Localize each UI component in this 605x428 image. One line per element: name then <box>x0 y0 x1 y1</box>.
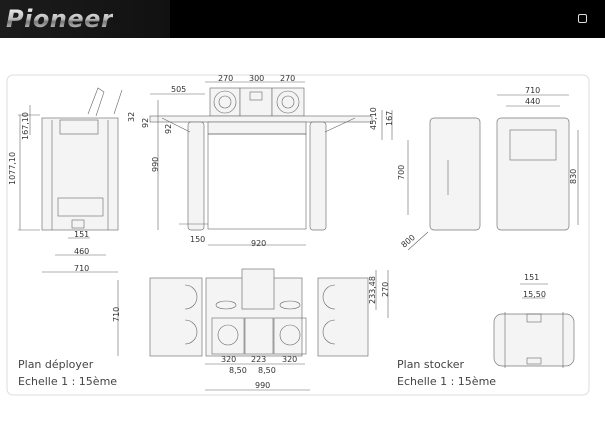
dim-side-top: 167,10 <box>21 112 30 140</box>
dim-storage-710: 710 <box>525 86 540 95</box>
dim-total-990: 990 <box>255 381 270 390</box>
dim-speaker-right: 270 <box>280 74 295 83</box>
dim-92b: 92 <box>164 124 173 134</box>
scale-plan-deployer: Echelle 1 : 15ème <box>18 375 117 388</box>
dim-storage-830: 830 <box>569 169 578 184</box>
caption-plan-stocker: Plan stocker <box>397 358 464 371</box>
dim-wing: 505 <box>171 85 186 94</box>
dim-side-710: 710 <box>74 264 89 273</box>
logo-area: Pioneer <box>0 0 170 38</box>
dim-plan-233: 233,48 <box>368 276 377 304</box>
front-view <box>149 81 393 246</box>
plan-view <box>117 268 389 391</box>
dim-32: 32 <box>127 112 136 122</box>
dim-167: 167 <box>385 111 394 126</box>
caption-plan-deployer: Plan déployer <box>18 358 94 371</box>
dim-storage-1550: 15,50 <box>523 290 546 299</box>
dim-side-height-total: 1077,10 <box>8 152 17 185</box>
drawing-panel <box>6 74 590 396</box>
dim-mixer: 223 <box>251 355 266 364</box>
dim-storage-700: 700 <box>397 165 406 180</box>
dim-plan-270: 270 <box>381 282 390 297</box>
dim-cdj-right: 320 <box>282 355 297 364</box>
dim-gap-left: 8,50 <box>229 366 247 375</box>
side-view <box>18 87 123 273</box>
dim-45: 45,10 <box>369 107 378 130</box>
dim-plan-710: 710 <box>112 307 121 322</box>
storage-view <box>407 94 579 251</box>
dim-cdj-left: 320 <box>221 355 236 364</box>
dim-gap-right: 8,50 <box>258 366 276 375</box>
dim-920: 920 <box>251 239 266 248</box>
dim-storage-440: 440 <box>525 97 540 106</box>
dim-storage-800: 800 <box>400 233 417 250</box>
header-bar: Pioneer <box>0 0 605 38</box>
storage-top-view <box>493 283 575 368</box>
dim-side-151: 151 <box>74 230 89 239</box>
dim-center: 300 <box>249 74 264 83</box>
scale-plan-stocker: Echelle 1 : 15ème <box>397 375 496 388</box>
technical-drawing: 1077,10 167,10 151 460 710 270 300 270 5… <box>6 74 590 396</box>
square-icon[interactable] <box>578 14 587 23</box>
dim-speaker-left: 270 <box>218 74 233 83</box>
dim-150: 150 <box>190 235 205 244</box>
dim-height-990: 990 <box>151 157 160 172</box>
dim-side-460: 460 <box>74 247 89 256</box>
dim-storage-151: 151 <box>524 273 539 282</box>
dim-92a: 92 <box>141 118 150 128</box>
pioneer-logo[interactable]: Pioneer <box>6 5 114 33</box>
